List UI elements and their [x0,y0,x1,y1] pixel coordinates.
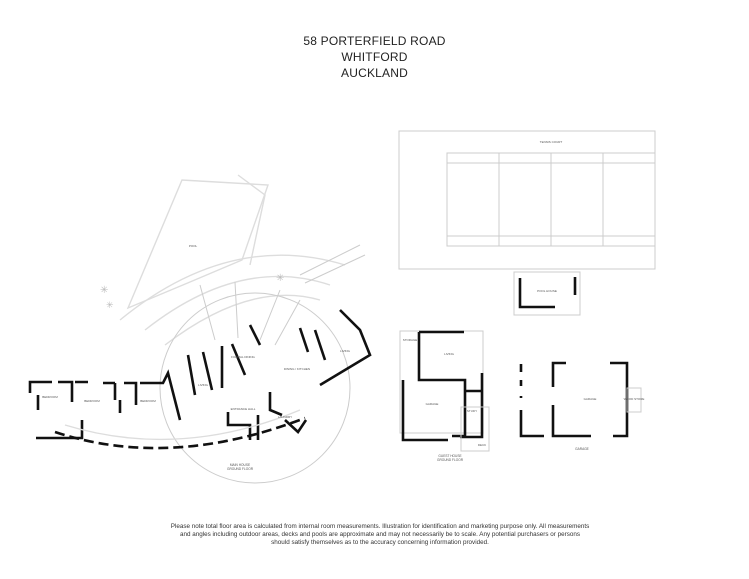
room-label: LAUNDRY [278,415,292,419]
room-label: GARAGE [426,402,439,406]
room-label: WOOD STORE [624,397,645,401]
room-label: FORMAL DINING [231,355,255,359]
room-label: BEDROOM [140,399,156,403]
garage-caption: GARAGE [575,447,589,451]
main-house-caption: MAIN HOUSE [230,463,250,467]
pool-house: POOL HOUSE [513,271,581,316]
pool-label: POOL [189,244,198,248]
plant-icon: ✳ [106,300,114,310]
disclaimer: Please note total floor area is calculat… [170,523,590,546]
room-label: LIVING [198,383,209,387]
address-line-3: AUCKLAND [341,66,408,80]
room-label: GARAGE [584,397,597,401]
room-label: DINING / KITCHEN [284,367,310,371]
guest-house-caption: GUEST HOUSE [438,454,461,458]
room-label: BEDROOM [84,399,100,403]
pool-area: POOL ✳ ✳ ✳ [100,174,366,484]
room-label: STORAGE [403,338,418,342]
main-house-caption: GROUND FLOOR [227,467,254,471]
guest-house-caption: GROUND FLOOR [437,458,464,462]
room-label: LIVING [340,349,351,353]
address-line-2: WHITFORD [341,50,408,64]
garage-building: GARAGE WOOD STORE GARAGE [519,361,645,451]
pool-house-label: POOL HOUSE [537,289,557,293]
main-house: BEDROOM BEDROOM BEDROOM LIVING FORMAL DI… [28,309,372,471]
room-label: DECK [478,443,486,447]
tennis-court-label: TENNIS COURT [540,140,563,144]
room-label: STUDY [467,409,477,413]
guest-house: STORAGE LIVING GARAGE STUDY DECK GUEST H… [399,330,490,462]
plant-icon: ✳ [276,273,284,284]
room-label: ENTRANCE HALL [231,407,256,411]
room-label: LIVING [444,352,455,356]
tennis-court: TENNIS COURT [398,130,656,270]
address-line-1: 58 PORTERFIELD ROAD [303,34,446,48]
plant-icon: ✳ [100,285,108,296]
room-label: BEDROOM [42,395,58,399]
